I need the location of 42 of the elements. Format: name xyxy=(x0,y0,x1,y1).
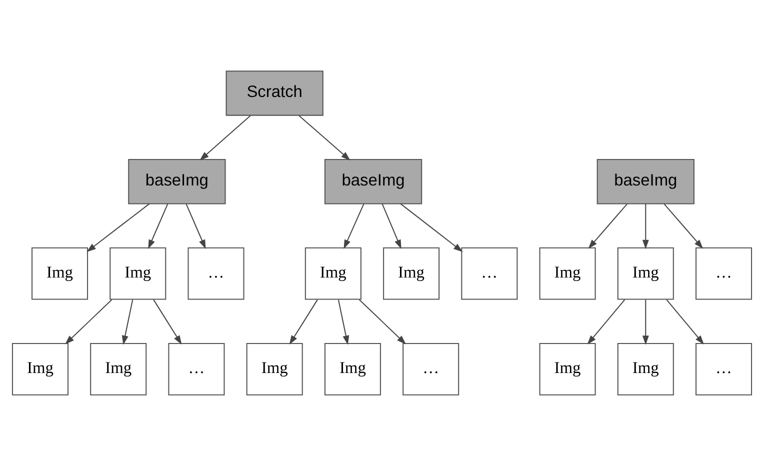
arrow xyxy=(200,114,251,160)
node-box: Img xyxy=(12,342,68,395)
arrow xyxy=(298,114,350,160)
node-box: … xyxy=(402,342,460,395)
node-box: Img xyxy=(324,342,381,395)
node-box: Img xyxy=(617,342,674,395)
arrow xyxy=(338,299,350,344)
arrow xyxy=(588,203,628,248)
arrow xyxy=(664,203,704,248)
arrow xyxy=(587,298,626,344)
node-box: … xyxy=(168,342,225,395)
node-box: Img xyxy=(304,246,362,300)
node-box: … xyxy=(461,246,518,300)
arrow xyxy=(122,299,134,344)
arrow xyxy=(642,299,649,344)
arrow xyxy=(400,202,463,252)
node-box: baseImg xyxy=(596,158,694,204)
node-box: baseImg xyxy=(128,158,226,204)
node-box: baseImg xyxy=(324,158,422,204)
node-box: Img xyxy=(90,342,147,395)
arrow xyxy=(666,298,704,344)
node-box: … xyxy=(696,342,752,395)
node-box: Img xyxy=(539,246,596,300)
node-box: Scratch xyxy=(226,70,324,116)
arrow xyxy=(153,298,182,344)
arrow xyxy=(642,203,649,249)
arrow xyxy=(382,203,402,249)
arrow xyxy=(358,298,406,344)
node-box: Img xyxy=(617,246,674,300)
node-box: Img xyxy=(383,246,440,300)
arrow xyxy=(344,203,364,249)
node-box: Img xyxy=(539,342,596,395)
node-box: … xyxy=(696,246,752,300)
arrow xyxy=(148,203,168,249)
arrow xyxy=(86,202,150,252)
node-box: Img xyxy=(32,246,88,300)
node-box: Img xyxy=(110,246,166,300)
arrow xyxy=(65,298,112,344)
arrow xyxy=(289,298,318,344)
arrow xyxy=(186,203,206,249)
node-box: … xyxy=(188,246,244,300)
node-box: Img xyxy=(246,342,303,395)
